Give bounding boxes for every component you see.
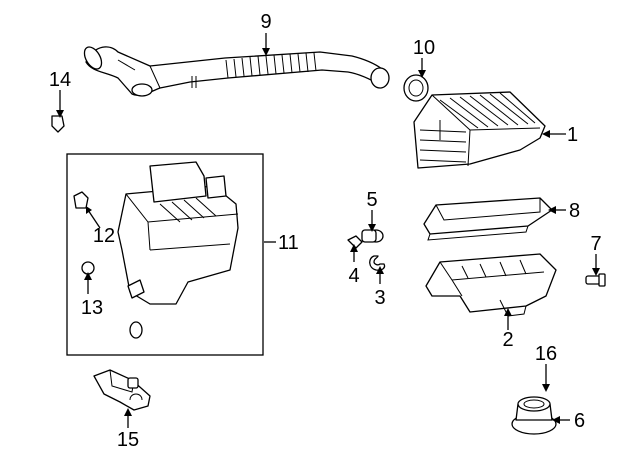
callout-3: 3: [374, 287, 385, 309]
part-9-intake-duct[interactable]: [81, 44, 390, 97]
callout-10: 10: [413, 37, 435, 59]
part-7-bolt[interactable]: [585, 273, 606, 287]
arrowheads: [56, 48, 600, 424]
callout-8: 8: [569, 200, 580, 222]
callout-13: 13: [81, 297, 103, 319]
callout-7: 7: [590, 233, 601, 255]
callout-1: 1: [567, 124, 578, 146]
part-2-air-cleaner-case[interactable]: [425, 253, 557, 317]
callout-2: 2: [502, 329, 513, 351]
resonator-grommet: [129, 321, 143, 339]
part-6-intake-adapter[interactable]: [511, 396, 557, 435]
callout-6: 6: [574, 410, 585, 432]
part-10-grommet[interactable]: [403, 74, 429, 102]
callout-9: 9: [260, 11, 271, 33]
callout-15: 15: [117, 429, 139, 451]
callout-4: 4: [348, 265, 359, 287]
part-3-clamp[interactable]: [369, 255, 386, 271]
part-11-group-box: [66, 153, 264, 356]
part-5-collar[interactable]: [361, 229, 384, 243]
part-8-air-filter[interactable]: [423, 197, 553, 241]
part-14-clip[interactable]: [51, 115, 65, 133]
part-11-resonator[interactable]: [117, 161, 239, 305]
callout-14: 14: [49, 69, 71, 91]
part-15-bracket[interactable]: [93, 369, 151, 411]
callout-12: 12: [93, 225, 115, 247]
part-1-air-cleaner-cap[interactable]: [413, 91, 546, 169]
callout-5: 5: [366, 189, 377, 211]
callout-16: 16: [535, 343, 557, 365]
part-12-gasket[interactable]: [73, 191, 89, 209]
callout-11: 11: [278, 232, 299, 254]
